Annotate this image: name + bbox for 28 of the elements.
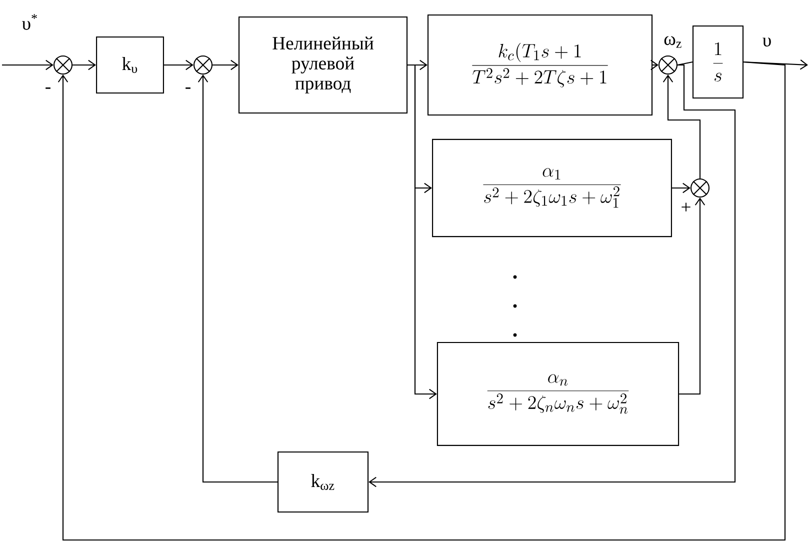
- summing-junction: [53, 55, 73, 75]
- summing-junction: [658, 55, 678, 75]
- arrow: [212, 60, 238, 70]
- arrow: [672, 182, 690, 194]
- summing-junction: [690, 178, 710, 198]
- signal-label: ω$_{z}$: [664, 36, 682, 48]
- integrator-box: $\frac{1}{s}$: [692, 25, 744, 99]
- arrow: [679, 198, 706, 395]
- gain-box: k$_{υ}$: [96, 36, 164, 94]
- transfer-function-box: $\frac{\alpha_1}{s^2+2\zeta_1\omega_1 s+\omega_1^2}$: [432, 138, 672, 238]
- actuator-box: Нелинейный рулевой привод: [238, 16, 408, 114]
- transfer-function-box: $\frac{\alpha_n}{s^2+2\zeta_n\omega_n s+\omega_n^2}$: [436, 342, 680, 446]
- signal-label: υ$^{*}$: [22, 14, 37, 30]
- signal-label: υ: [762, 38, 771, 46]
- sign-label: -: [46, 87, 50, 89]
- sign-label: -: [186, 87, 190, 89]
- arrow: [72, 60, 96, 70]
- sign-label: +: [682, 202, 690, 212]
- arrow: [368, 64, 736, 488]
- arrow: [2, 60, 54, 70]
- arrow: [408, 64, 437, 400]
- arrow: [164, 60, 194, 70]
- arrow: [662, 74, 701, 178]
- arrow: [198, 74, 278, 483]
- arrow: [58, 61, 786, 541]
- summing-junction: [193, 55, 213, 75]
- gain-box: k$_{ωz}$: [277, 451, 369, 513]
- transfer-function-box: $\frac{k_c(T_1s+1}{T^2s^2+2T\zeta s+1}$: [427, 14, 653, 116]
